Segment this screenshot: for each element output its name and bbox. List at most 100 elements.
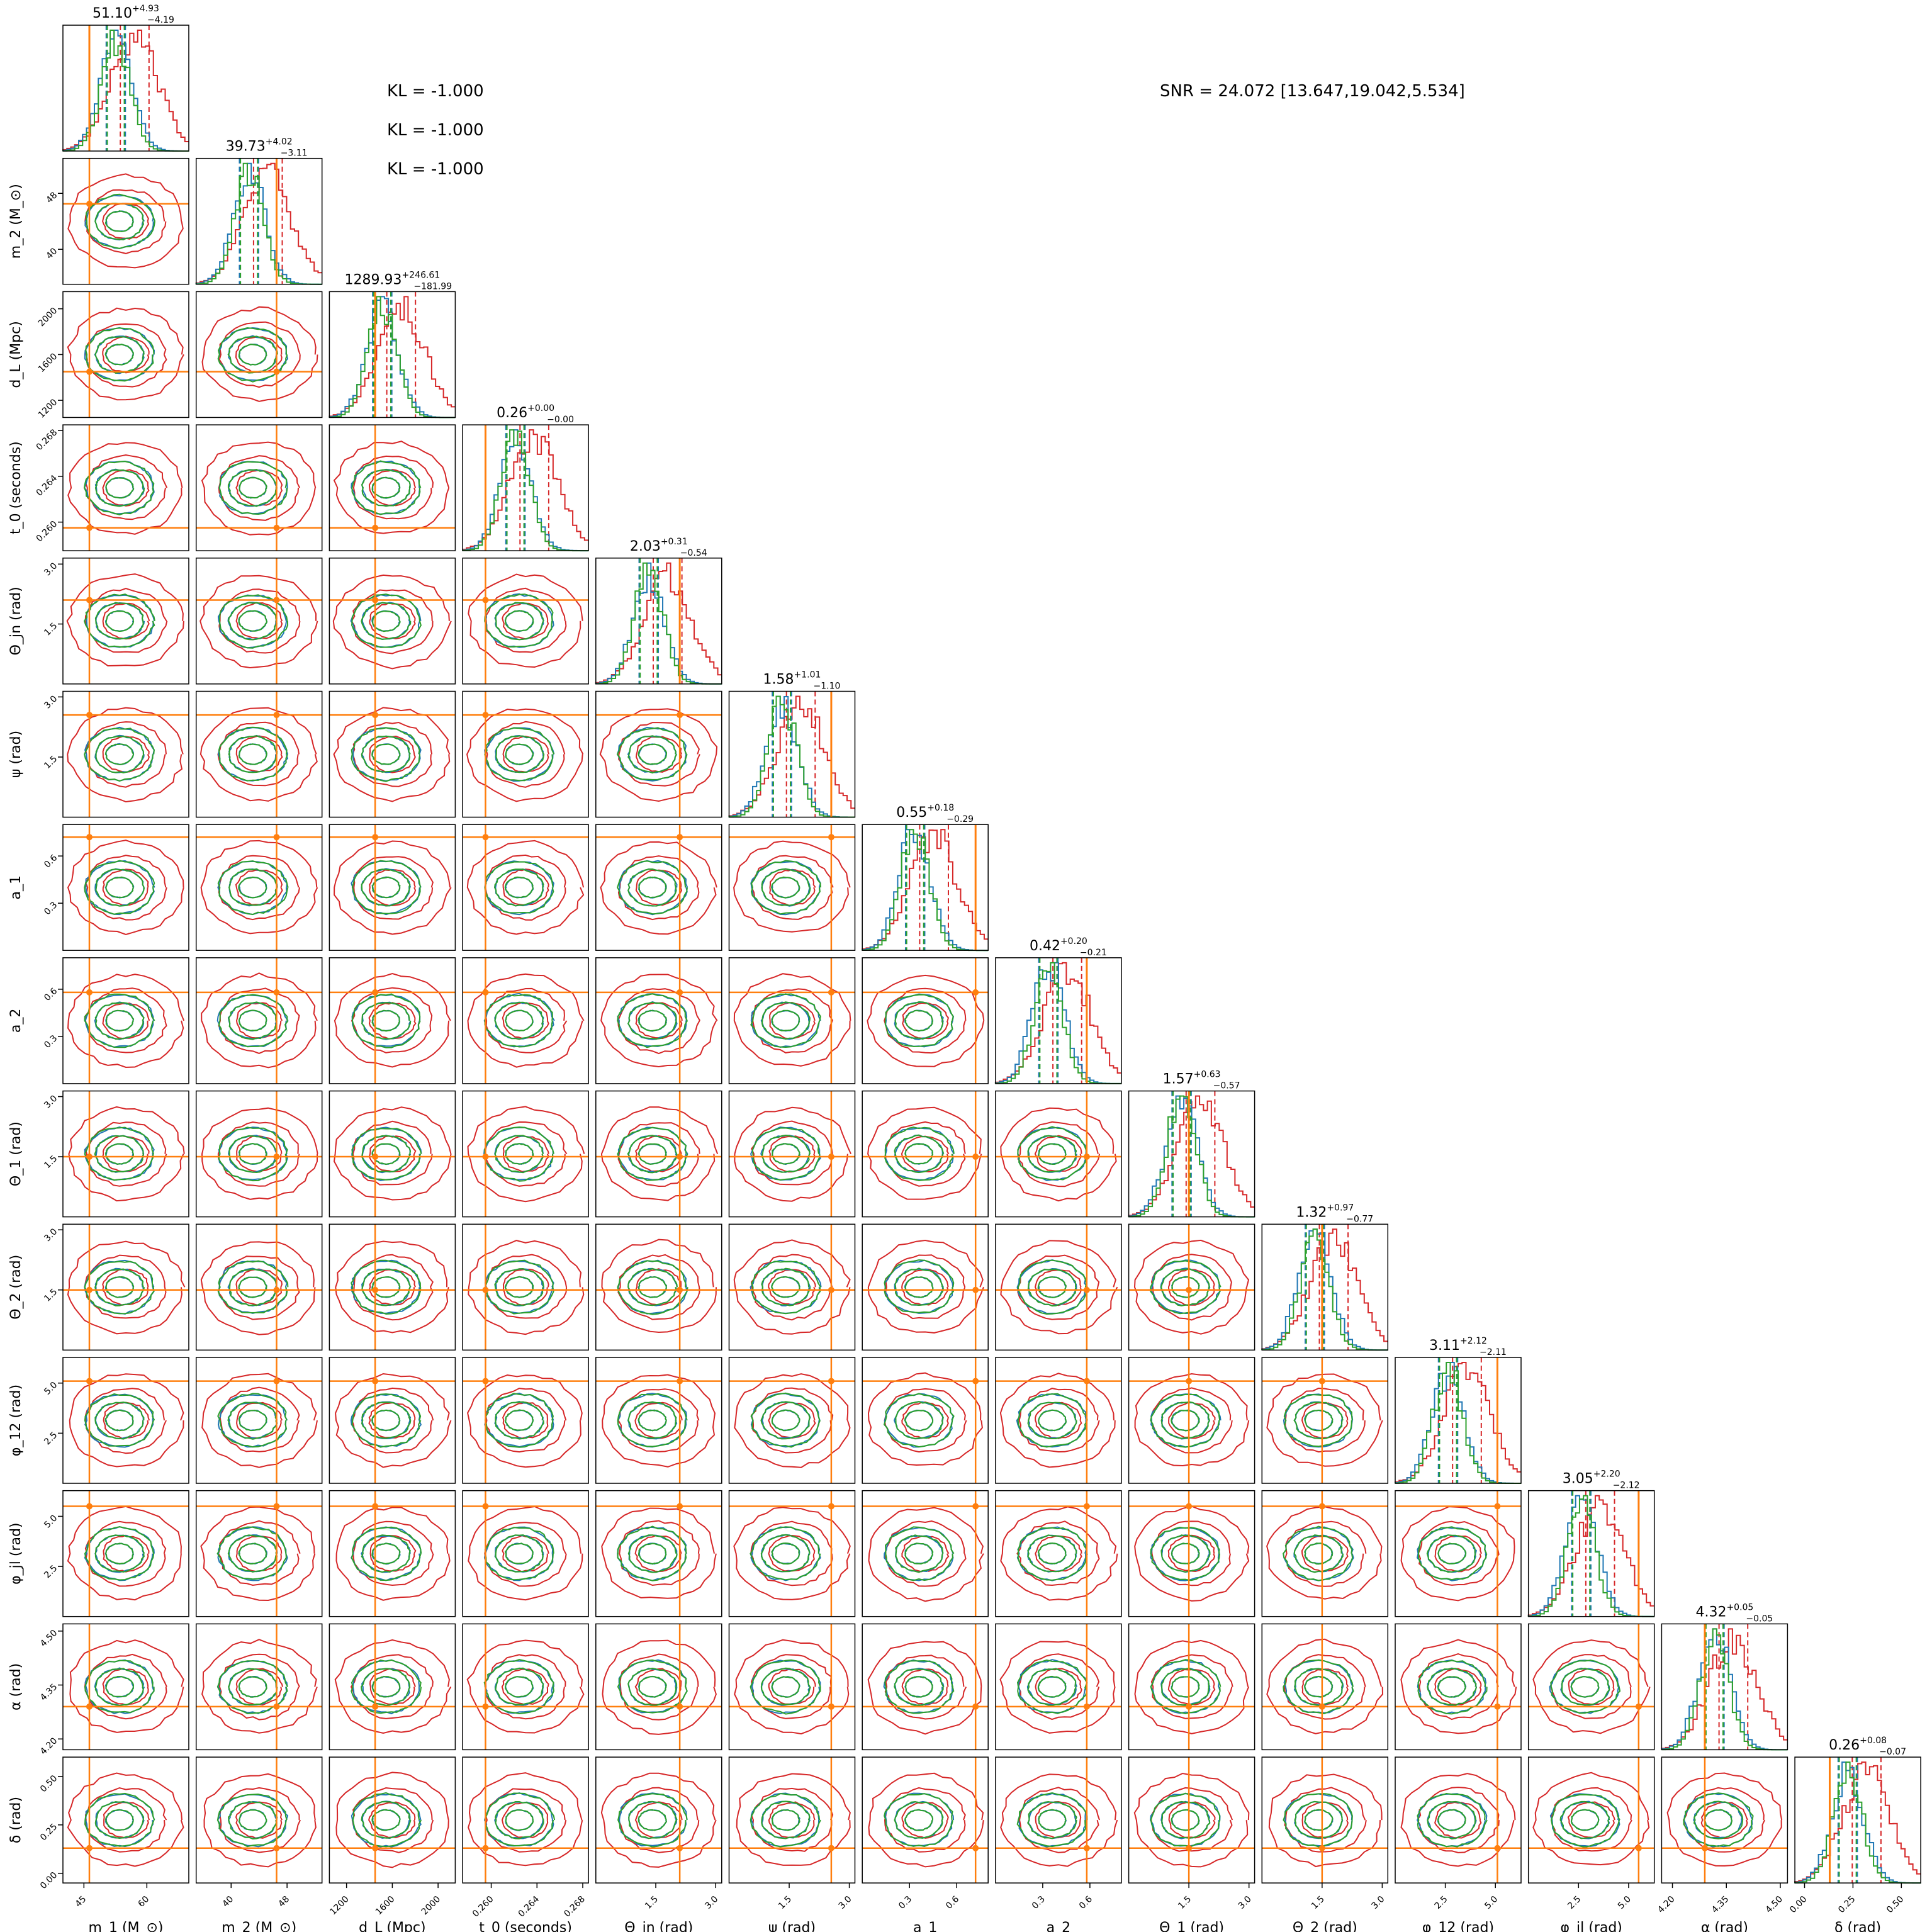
contour-series-0 <box>602 1639 717 1735</box>
contour-series-2 <box>884 994 954 1047</box>
pair-panel-10-9 <box>1261 1357 1389 1484</box>
title-minus: −2.12 <box>1613 1481 1640 1491</box>
contour-series-2 <box>616 727 688 780</box>
contour-series-2 <box>216 1793 288 1848</box>
contour-series-2 <box>371 476 401 499</box>
pair-panel-13-12 <box>1661 1756 1789 1884</box>
contour-series-0 <box>102 335 150 374</box>
contour-series-2 <box>1304 1542 1334 1565</box>
contour-series-2 <box>1038 1143 1067 1165</box>
contour-series-0 <box>201 1639 318 1734</box>
contour-series-2 <box>1171 1676 1200 1698</box>
y-tick-label: 5.0 <box>42 1380 59 1397</box>
pair-panel-13-4 <box>595 1756 722 1884</box>
contour-series-0 <box>750 1387 834 1454</box>
contour-series-0 <box>600 974 718 1068</box>
panel-frame <box>462 1090 589 1218</box>
y-tick-label: 0.6 <box>42 853 59 870</box>
contour-series-0 <box>335 1240 449 1334</box>
contour-series-2 <box>1437 1676 1466 1698</box>
pair-panel-13-7 <box>995 1756 1122 1884</box>
contour-series-0 <box>102 1003 150 1040</box>
contour-series-2 <box>1304 1675 1333 1698</box>
contour-series-0 <box>332 574 452 670</box>
panel-frame <box>862 957 989 1084</box>
contour-series-0 <box>200 1241 316 1335</box>
contour-series-2 <box>351 460 422 515</box>
panel-frame <box>62 157 189 285</box>
contour-series-0 <box>1133 1239 1250 1335</box>
truth-point <box>86 1845 93 1851</box>
pair-panel-8-4 <box>595 1090 722 1218</box>
contour-series-0 <box>868 1772 984 1868</box>
hist-panel-2: 1289.93+246.61−181.99 <box>329 270 456 418</box>
contour-series-2 <box>228 735 278 773</box>
contour-series-0 <box>867 974 985 1067</box>
pair-panel-6-1 <box>195 824 323 951</box>
contour-series-0 <box>102 868 149 906</box>
pair-panel-1-0 <box>62 157 189 285</box>
contour-series-0 <box>369 1534 417 1572</box>
truth-point <box>273 1703 280 1710</box>
panel-frame <box>329 424 456 551</box>
contour-series-0 <box>733 973 851 1067</box>
contour-series-0 <box>201 306 318 402</box>
contour-series-2 <box>1294 1668 1344 1707</box>
contour-series-2 <box>94 1800 145 1839</box>
contour-series-0 <box>1016 1520 1100 1587</box>
contour-series-2 <box>1704 1809 1733 1831</box>
title-plus: +1.01 <box>794 670 821 680</box>
contour-series-2 <box>1027 1668 1077 1707</box>
contour-series-2 <box>228 1001 278 1040</box>
truth-point <box>677 1378 683 1384</box>
panel-frame <box>329 1623 456 1751</box>
contour-series-2 <box>104 344 135 366</box>
contour-series-2 <box>94 1668 144 1707</box>
contour-series-0 <box>734 1106 852 1202</box>
x-tick-label: 0.3 <box>897 1894 914 1911</box>
contour-series-0 <box>1266 1638 1384 1734</box>
contour-series-2 <box>84 1526 155 1581</box>
y-tick-label: 48 <box>44 190 59 205</box>
panel-frame <box>595 1090 722 1218</box>
contour-series-2 <box>637 1009 667 1032</box>
contour-series-2 <box>227 1534 278 1573</box>
x-axis-label: a_2 <box>1047 1920 1070 1932</box>
y-tick-label: 1.5 <box>42 1154 59 1171</box>
pair-panel-9-5 <box>728 1223 856 1351</box>
pair-panel-13-9 <box>1261 1756 1389 1884</box>
y-axis-label: φ_12 (rad) <box>8 1384 24 1456</box>
contour-series-2 <box>1550 1660 1621 1714</box>
contour-series-0 <box>103 1802 150 1839</box>
contour-series-2 <box>1161 1667 1210 1706</box>
contour-series-2 <box>771 876 800 899</box>
contour-series-0 <box>368 469 417 507</box>
panel-frame <box>595 1756 722 1884</box>
contour-series-2 <box>904 1809 934 1831</box>
contour-series-2 <box>228 602 278 641</box>
hist-title: 0.42+0.20 <box>1030 936 1087 954</box>
contour-series-2 <box>494 1001 544 1040</box>
contour-series-2 <box>1016 1659 1088 1714</box>
contour-series-0 <box>67 442 183 535</box>
contour-series-0 <box>102 203 150 240</box>
contour-series-2 <box>217 1393 288 1448</box>
contour-series-2 <box>627 1667 678 1706</box>
panel-frame <box>728 1357 856 1484</box>
contour-series-2 <box>105 1675 135 1697</box>
contour-series-0 <box>85 454 168 520</box>
contour-series-2 <box>617 1525 687 1581</box>
contour-series-0 <box>1434 1801 1482 1839</box>
contour-series-2 <box>371 743 401 765</box>
contour-series-2 <box>228 1668 278 1706</box>
contour-series-2 <box>1693 1800 1744 1839</box>
contour-series-0 <box>201 972 318 1069</box>
y-tick-label: 3.0 <box>42 1227 59 1244</box>
contour-series-0 <box>84 855 167 921</box>
pair-panel-6-5 <box>728 824 856 951</box>
x-axis-label: Θ_2 (rad) <box>1293 1920 1357 1932</box>
truth-point <box>372 834 379 841</box>
truth-point <box>86 1378 93 1384</box>
contour-series-2 <box>617 1659 688 1714</box>
x-tick-label: 3.0 <box>1369 1894 1386 1911</box>
